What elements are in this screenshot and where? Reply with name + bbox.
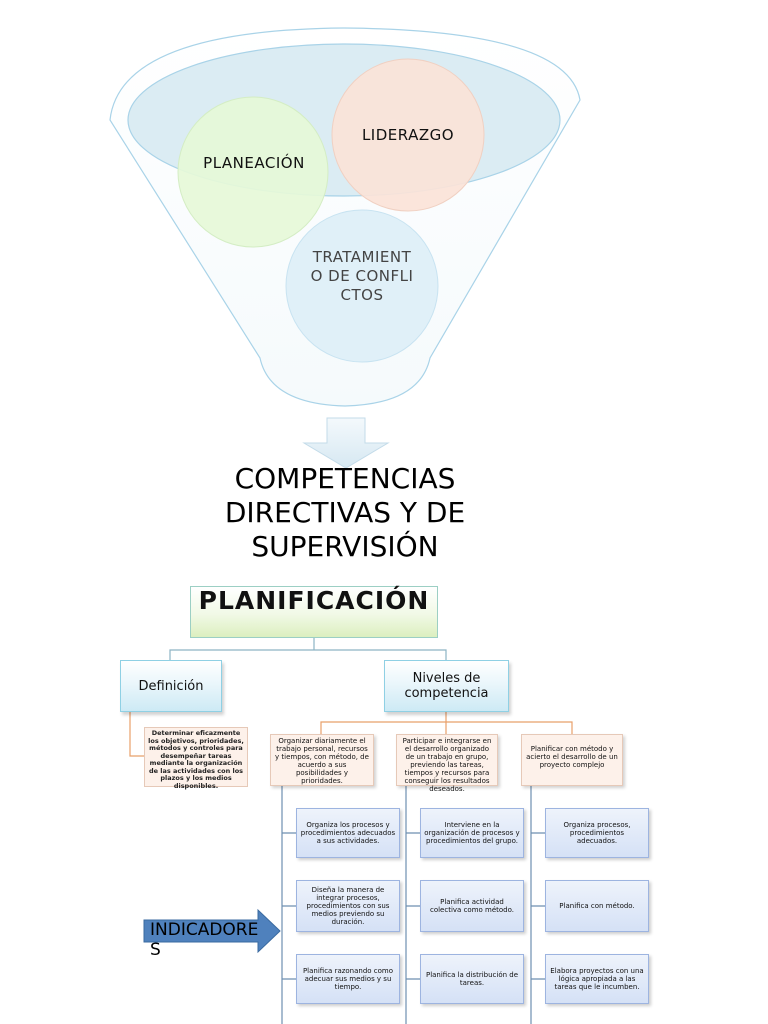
indicador-3-2: Planifica con método.: [545, 880, 649, 932]
definicion-box: Definición: [120, 660, 222, 712]
connector-col-2: [405, 786, 420, 1024]
indicador-text: Planifica con método.: [559, 902, 635, 910]
circle-label-planeacion: PLANEACIÓN: [203, 154, 305, 172]
indicador-text: Diseña la manera de integrar procesos, p…: [306, 886, 390, 926]
connector-col-1: [281, 786, 296, 1024]
indicador-2-1: Interviene en la organización de proceso…: [420, 808, 524, 858]
planificacion-title: PLANIFICACIÓN: [198, 586, 430, 615]
connector-main: [169, 638, 447, 660]
nivel-box-1: Organizar diariamente el trabajo persona…: [270, 734, 374, 786]
niveles-label: Niveles de competencia: [404, 671, 489, 701]
indicador-text: Planifica actividad colectiva como métod…: [429, 898, 515, 914]
indicadores-text: INDICADORES: [150, 920, 259, 960]
indicadores-arrow-icon: [143, 908, 281, 954]
indicador-text: Organiza procesos, procedimientos adecua…: [563, 821, 631, 845]
indicador-text: Planifica razonando como adecuar sus med…: [302, 967, 394, 991]
indicador-3-3: Elabora proyectos con una lógica apropia…: [545, 954, 649, 1004]
niveles-box: Niveles de competencia: [384, 660, 509, 712]
indicador-1-3: Planifica razonando como adecuar sus med…: [296, 954, 400, 1004]
circle-label-liderazgo: LIDERAZGO: [361, 126, 455, 144]
down-arrow: [302, 417, 390, 469]
main-title: COMPETENCIAS DIRECTIVAS Y DE SUPERVISIÓN: [224, 462, 466, 563]
indicador-2-3: Planifica la distribución de tareas.: [420, 954, 524, 1004]
circle-tratamiento: [285, 209, 439, 363]
connector-niveles: [320, 712, 573, 734]
circle-planeacion: [177, 96, 329, 248]
nivel-box-3: Planificar con método y acierto el desar…: [521, 734, 623, 786]
indicador-1-2: Diseña la manera de integrar procesos, p…: [296, 880, 400, 932]
indicador-2-2: Planifica actividad colectiva como métod…: [420, 880, 524, 932]
indicador-text: Elabora proyectos con una lógica apropia…: [550, 967, 644, 991]
definicion-text: Determinar eficazmente los objetivos, pr…: [144, 727, 248, 789]
connector-col-3: [530, 786, 545, 1024]
indicador-text: Organiza los procesos y procedimientos a…: [300, 821, 396, 845]
indicadores-label: INDICADORES: [150, 920, 262, 960]
circle-liderazgo: [331, 58, 485, 212]
definicion-label: Definición: [138, 679, 204, 694]
indicador-1-1: Organiza los procesos y procedimientos a…: [296, 808, 400, 858]
nivel-box-2: Participar e integrarse en el desarrollo…: [396, 734, 498, 793]
indicador-text: Planifica la distribución de tareas.: [425, 971, 519, 987]
planificacion-title-box: PLANIFICACIÓN: [190, 586, 438, 638]
indicador-3-1: Organiza procesos, procedimientos adecua…: [545, 808, 649, 858]
connector-definicion: [129, 712, 144, 757]
circle-label-tratamiento: TRATAMIENTO DE CONFLICTOS: [310, 248, 414, 304]
indicador-text: Interviene en la organización de proceso…: [424, 821, 520, 845]
